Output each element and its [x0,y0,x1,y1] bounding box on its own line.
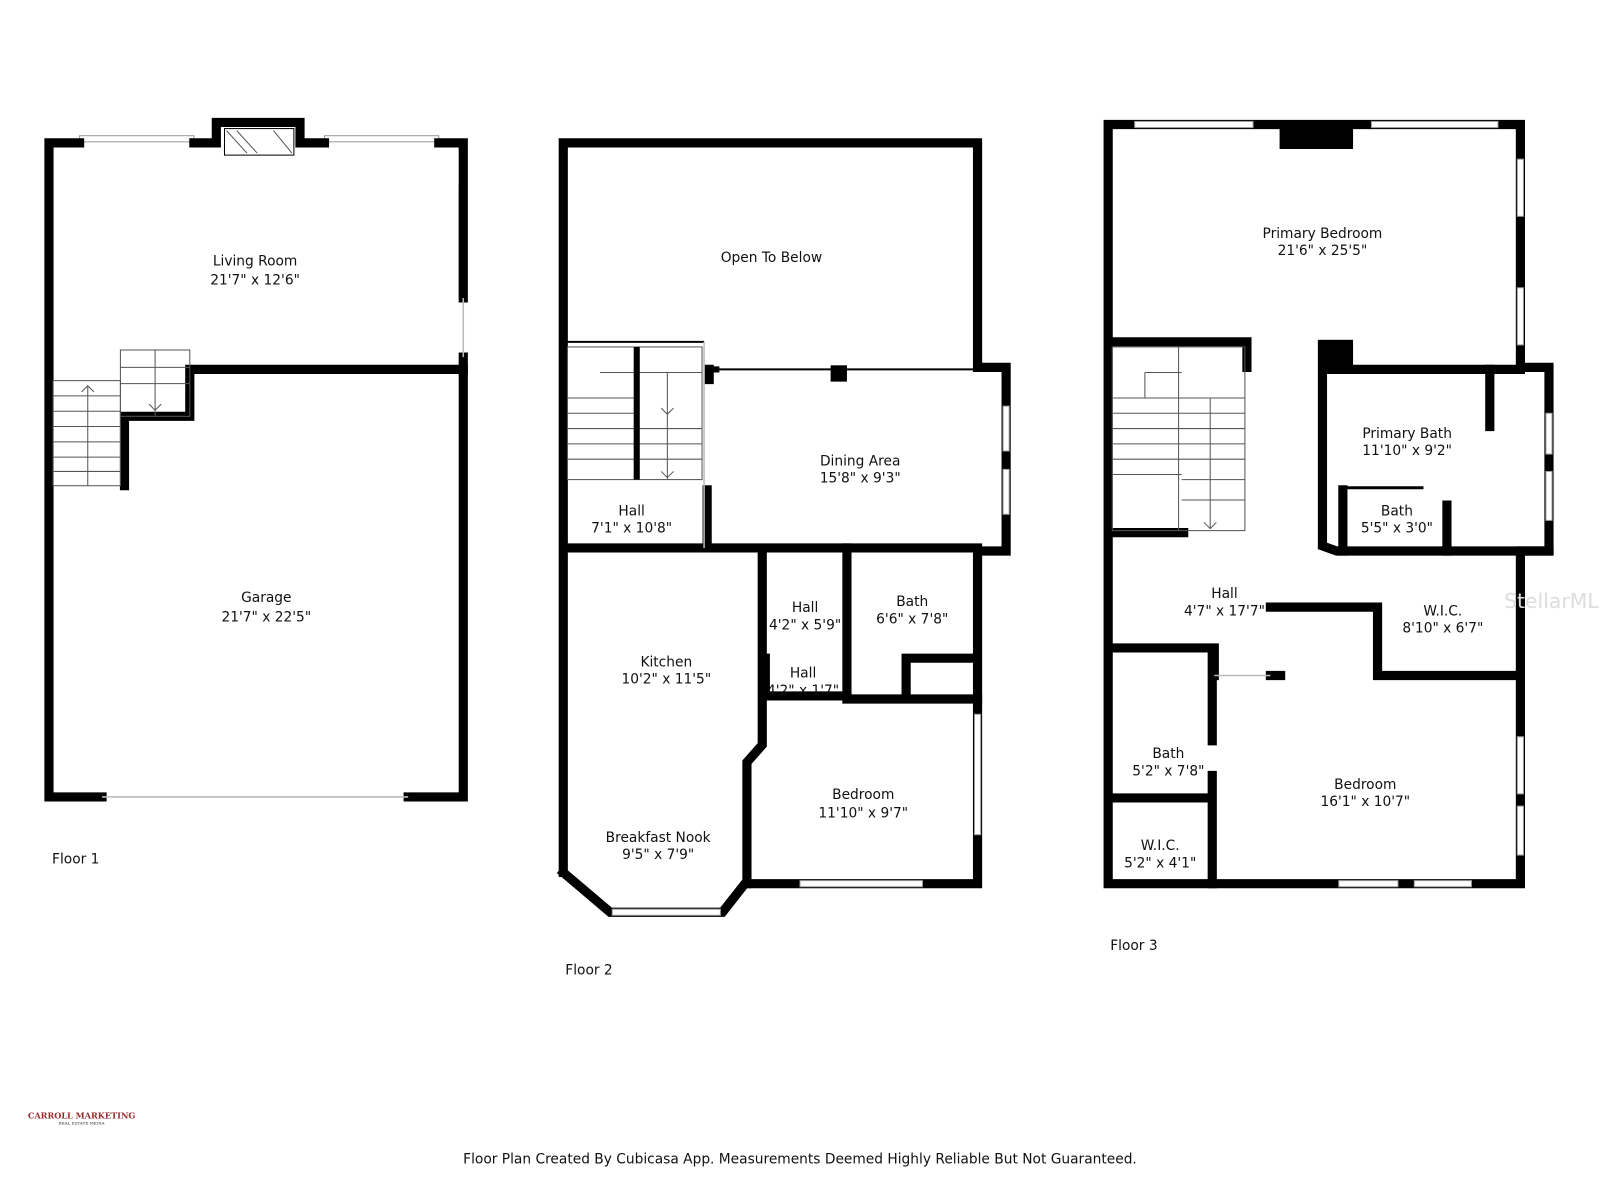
room-size: 15'8" x 9'3" [820,471,901,487]
room-name: Hall [618,503,644,519]
room-size: 16'1" x 10'7" [1320,794,1410,810]
room-name: W.I.C. [1141,838,1180,854]
floor-2-plan [556,138,1011,917]
room-name: Hall [790,666,816,682]
room-name: Bath [1381,503,1413,519]
room-size: 21'7" x 12'6" [210,273,300,289]
room-name: Breakfast Nook [606,830,711,846]
room-size: 21'6" x 25'5" [1278,243,1368,259]
room-size: 5'2" x 4'1" [1124,855,1196,871]
room-name: Open To Below [721,250,822,266]
room-size: 4'7" x 17'7" [1184,603,1265,619]
room-size: 5'5" x 3'0" [1361,521,1433,537]
room-size: 8'10" x 6'7" [1402,621,1483,637]
room-name: Bath [896,594,928,610]
room-name: Bedroom [832,787,894,803]
floor-3-plan [1103,119,1554,889]
floor-label: Floor 2 [565,962,612,978]
floor-label: Floor 3 [1110,938,1157,954]
floor-label: Floor 1 [52,851,99,867]
room-size: 11'10" x 9'2" [1362,443,1452,459]
room-name: Bedroom [1334,777,1396,793]
footer-disclaimer: Floor Plan Created By Cubicasa App. Meas… [463,1151,1137,1167]
room-size: 9'5" x 7'9" [622,847,694,863]
room-name: Kitchen [640,654,692,670]
room-size: 10'2" x 11'5" [621,672,711,688]
room-name: Hall [792,600,818,616]
room-size: 7'1" x 10'8" [591,521,672,537]
room-name: Primary Bedroom [1263,226,1383,242]
room-name: Dining Area [820,453,901,469]
room-size: 5'2" x 7'8" [1132,764,1204,780]
room-name: Living Room [213,253,298,269]
room-labels: Living Room 21'7" x 12'6" Garage 21'7" x… [28,226,1600,1168]
room-name: Hall [1211,586,1237,602]
room-size: 4'2" x 1'7" [767,683,839,699]
room-name: Bath [1152,746,1184,762]
logo: CARROLL MARKETING [28,1110,136,1120]
room-name: Primary Bath [1362,426,1452,442]
watermark: StellarMLS [1504,589,1600,613]
room-name: W.I.C. [1423,603,1462,619]
room-size: 11'10" x 9'7" [818,805,908,821]
room-size: 4'2" x 5'9" [769,618,841,634]
room-size: 21'7" x 22'5" [221,609,311,625]
logo-subtitle: REAL ESTATE MEDIA [59,1120,105,1125]
room-name: Garage [241,590,291,606]
room-size: 6'6" x 7'8" [876,611,948,627]
floor-1-plan [44,117,468,802]
